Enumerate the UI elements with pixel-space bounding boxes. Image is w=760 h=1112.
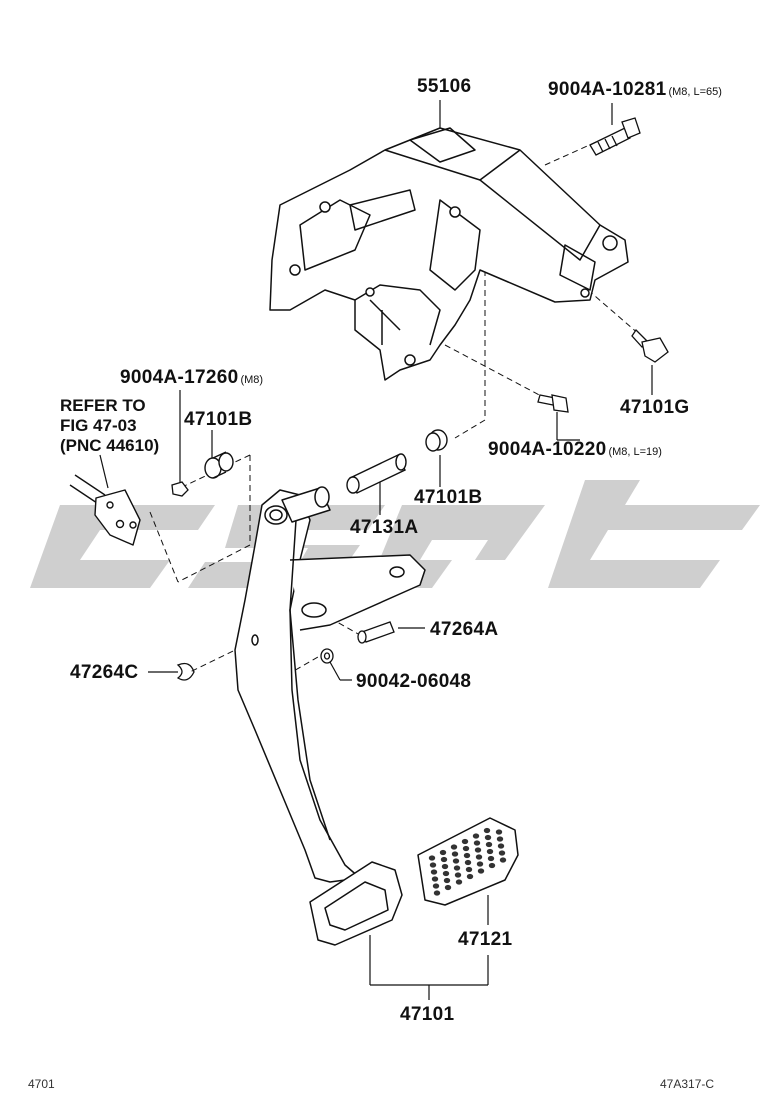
label-nut-left-spec: (M8) [240,374,264,386]
pad-grip-dot [498,850,506,856]
pad-grip-dot [453,865,461,871]
label-90042: 90042-06048 [356,671,472,692]
label-47121: 47121 [458,929,513,950]
pad-grip-dot [432,883,440,889]
pad-grip-dot [487,855,495,862]
label-bolt-mid: 9004A-10220(M8, L=19) [488,440,662,459]
bolt-47101g [631,328,669,363]
pad-grip-dot [486,848,494,855]
pedal-arm [234,486,426,883]
pad-grip-dot [475,854,483,860]
label-47101g: 47101G [620,397,690,418]
pad-grip-dot [484,834,492,841]
label-nut-left-code: 9004A-17260 [120,367,239,388]
pad-grip-dot [495,829,503,835]
label-47264a: 47264A [430,619,499,640]
pad-grip-dot [462,845,470,852]
pad-grip-dot [466,873,474,880]
pad-grip-dot [440,856,448,863]
clip [176,662,195,681]
pad-grip-dot [465,866,473,873]
pedal-rubber-pad [417,817,519,906]
label-47101b-left: 47101B [184,409,253,430]
label-47101b-right: 47101B [414,487,483,508]
refer-line-1: REFER TO [60,396,146,415]
figure-code: 47A317-C [660,1077,715,1091]
bushing-right [425,429,448,452]
refer-note: REFER TO FIG 47-03 (PNC 44610) [60,396,159,456]
collar [346,453,407,494]
label-bolt-top-spec: (M8, L=65) [668,86,722,98]
clevis-bracket [69,474,141,546]
pad-grip-dot [442,870,450,877]
label-47101: 47101 [400,1004,455,1025]
pad-grip-dot [443,877,451,884]
pad-grip-dot [429,862,437,868]
pad-grip-dot [483,827,491,834]
pad-grip-dot [454,872,462,878]
leader-lines [99,100,653,1000]
pad-grip-dot [497,843,505,849]
pad-grip-dot [441,863,449,870]
pad-grip-dot [496,836,504,842]
label-nut-left: 9004A-17260(M8) [120,368,263,387]
clevis-pin [357,621,395,644]
pedal-bracket [269,127,629,381]
pad-grip-dot [499,857,507,863]
bolt-top [589,117,641,156]
bolt-mid [537,394,569,413]
pad-grip-dot [452,858,460,864]
pad-grip-dot [485,841,493,848]
washer [320,648,334,664]
pad-grip-dot [431,876,439,882]
bushing-left [204,451,234,479]
pedal-foot-plate [309,861,403,946]
nut-left [171,481,189,497]
pad-grip-dot [428,855,436,861]
pad-grip-dot [476,861,484,867]
label-47264c: 47264C [70,662,139,683]
pad-grip-dot [450,844,458,850]
pad-grip-dot [488,862,496,869]
label-bolt-mid-code: 9004A-10220 [488,439,607,460]
pad-grip-dot [430,869,438,875]
pad-grip-dot [433,890,441,896]
pad-grip-dot [463,852,471,859]
label-55106: 55106 [417,76,472,97]
page-ref: 4701 [28,1077,55,1091]
pad-grip-dot [472,833,480,839]
pad-grip-dot [464,859,472,866]
label-bolt-mid-spec: (M8, L=19) [608,446,662,458]
pad-grip-dot [444,884,452,891]
refer-line-2: FIG 47-03 [60,416,137,435]
pad-grip-dot [451,851,459,857]
label-bolt-top-code: 9004A-10281 [548,79,667,100]
pad-grip-dot [439,849,447,856]
pad-grip-dot [455,879,463,885]
refer-line-3: (PNC 44610) [60,436,160,455]
pad-grip-dot [461,838,469,845]
label-47131a: 47131A [350,517,419,538]
label-bolt-top: 9004A-10281(M8, L=65) [548,80,722,99]
pad-grip-dot [477,868,485,874]
pad-grip-dot [473,840,481,846]
pad-grip-dot [474,847,482,853]
